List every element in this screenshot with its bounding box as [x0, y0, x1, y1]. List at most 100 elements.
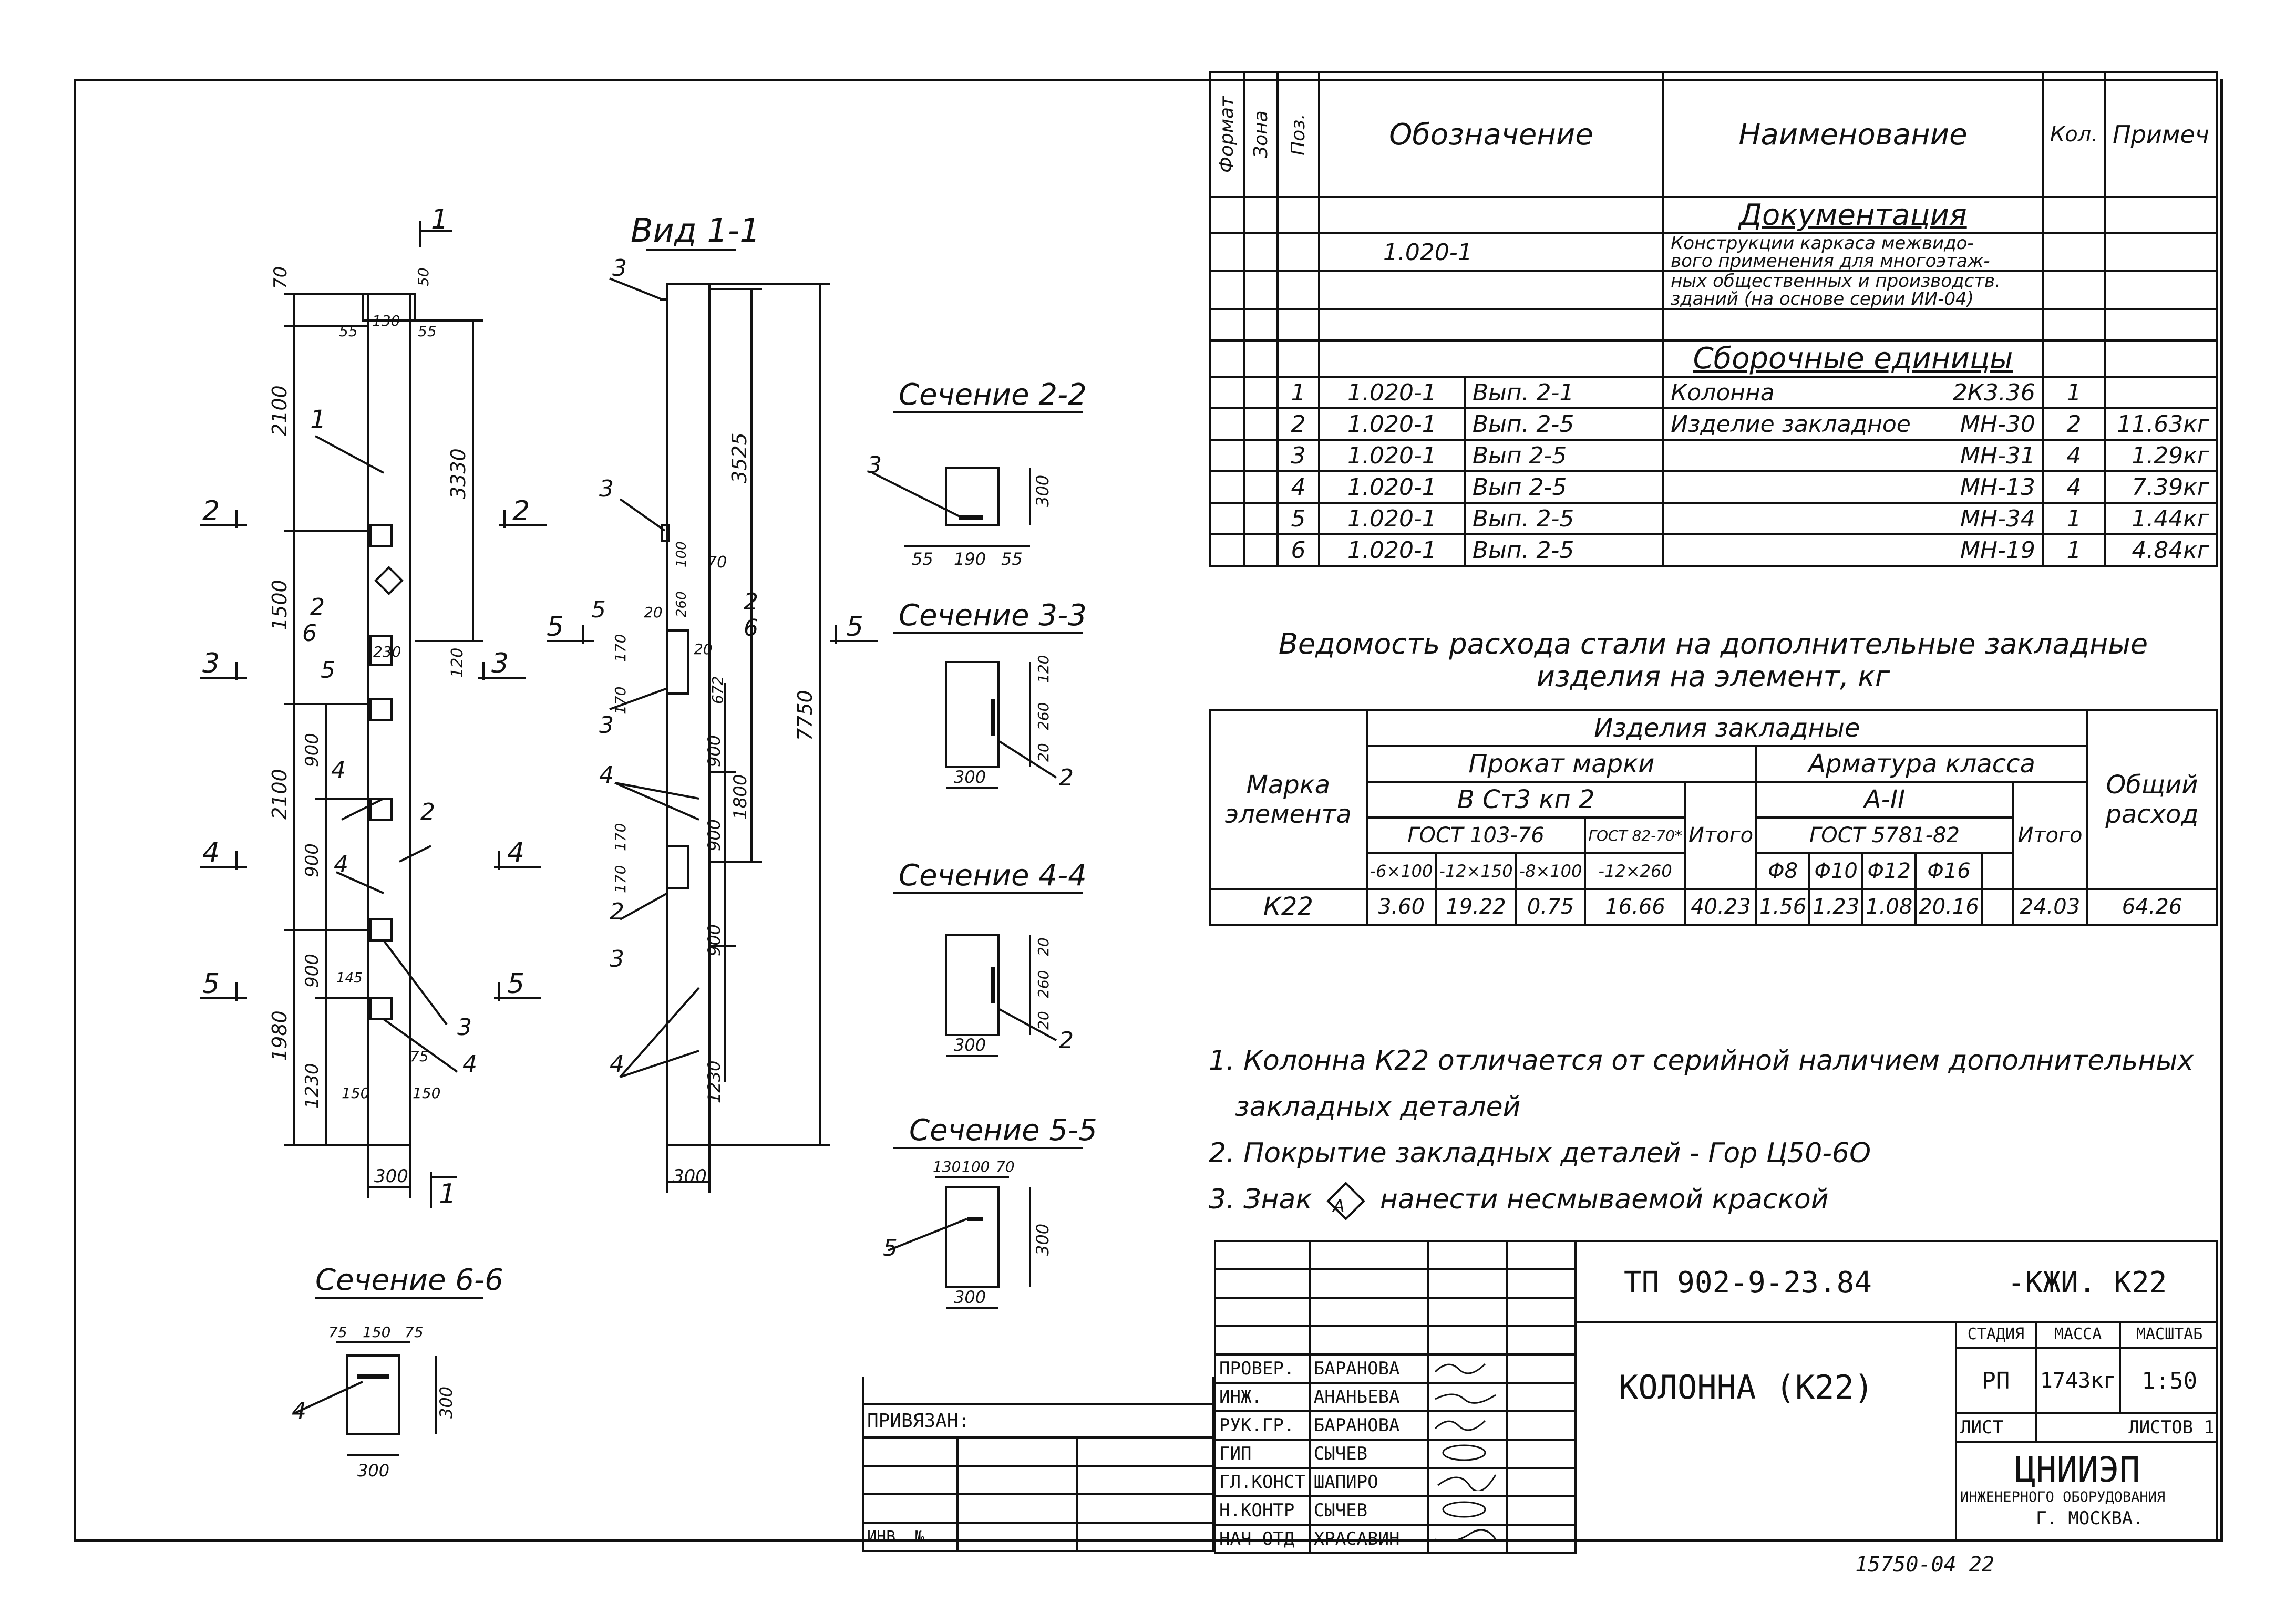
view-pos-5: 5 [591, 596, 606, 623]
view-dim-20-a: 20 [644, 604, 663, 621]
s66-pos-4: 4 [292, 1398, 306, 1424]
dim-bottom-145: 145 [336, 970, 363, 986]
signature-mark [1427, 1382, 1508, 1412]
drawing-title: КОЛОННА (К22) [1619, 1368, 1874, 1406]
s22-dim-190: 190 [954, 549, 986, 569]
view-dim-170-c: 170 [612, 823, 629, 851]
s33-dim-300: 300 [954, 767, 986, 787]
cut-label-3-left: 3 [202, 648, 220, 679]
pos-label-4-a: 4 [331, 757, 346, 783]
view-dim-900-b: 900 [704, 819, 724, 851]
steel-consumption-table: Марка элемента Изделия закладные Общий р… [1209, 709, 2218, 926]
binding-table: ПРИВЯЗАН: ИНВ. № [862, 1377, 1214, 1552]
column-drawing: Вид 1-1 Сечение 2-2 Сечение 3-3 Сечение … [200, 204, 1097, 1481]
s22-dim-55-a: 55 [912, 549, 933, 569]
view-pos-2-b: 2 [610, 898, 624, 925]
dim-120: 120 [448, 648, 467, 678]
s44-dim-260: 260 [1035, 970, 1052, 998]
header-pos: Поз. [1278, 72, 1319, 197]
dim-top-130: 130 [372, 312, 400, 329]
table-row: К22 3.60 19.22 0.75 16.66 40.23 1.56 1.2… [1209, 888, 2218, 926]
gost-103: ГОСТ 103-76 [1365, 816, 1587, 854]
dim-2100-mid: 2100 [268, 769, 291, 820]
section-6-6-title: Сечение 6-6 [315, 1263, 503, 1297]
doc-name: Конструкции каркаса межвидо-вого примене… [1662, 232, 2044, 272]
view-pos-3-d: 3 [610, 946, 624, 972]
note-2: 2. Покрытие закладных деталей - Гор Ц50-… [1209, 1137, 1871, 1169]
document-suffix: -КЖИ. К22 [2007, 1266, 2167, 1300]
dim-bottom-150-a: 150 [342, 1084, 369, 1102]
dim-1500: 1500 [268, 580, 291, 630]
view-dim-100: 100 [674, 541, 689, 567]
view-dim-260: 260 [674, 591, 689, 617]
cut-label-1-bottom: 1 [439, 1178, 456, 1210]
header-format: Формат [1210, 72, 1244, 197]
section-weld-units: Сборочные единицы [1662, 339, 2044, 378]
cut-label-5-left: 5 [202, 968, 220, 1000]
header-qty: Кол. [2041, 71, 2107, 198]
rolled-grade: В Ст3 кп 2 [1365, 781, 1686, 819]
mark-header: Марка элемента [1209, 709, 1368, 890]
pos-label-3: 3 [457, 1014, 472, 1041]
view-dim-1800: 1800 [730, 774, 751, 820]
cut-label-1-top: 1 [431, 204, 448, 235]
note-3: 3. Знак А нанести несмываемой краской [1209, 1176, 2207, 1223]
header-zone: Зона [1243, 72, 1278, 197]
pos-label-1: 1 [310, 405, 326, 434]
dim-width-300-left: 300 [374, 1166, 408, 1187]
view-pos-3-c: 3 [599, 712, 614, 739]
section-4-4-title: Сечение 4-4 [899, 858, 1087, 893]
cut-label-4-right: 4 [507, 837, 524, 868]
signatures-table: ПРОВЕР.БАРАНОВА ИНЖ.АНАНЬЕВА РУК.ГР.БАРА… [1214, 1240, 1577, 1554]
dim-1980: 1980 [268, 1010, 291, 1061]
view-dim-900-a: 900 [704, 735, 724, 767]
s55-dim-300-h: 300 [954, 1287, 986, 1307]
view-dim-3525: 3525 [728, 432, 751, 483]
dim-900-c: 900 [302, 954, 323, 988]
sheet-top-border [74, 79, 2218, 81]
dim-top-55-b: 55 [418, 323, 437, 340]
view-dim-672: 672 [709, 676, 726, 704]
group-header: Изделия закладные [1365, 709, 2088, 747]
inv-label: ИНВ. № [862, 1522, 959, 1552]
scale-value: 1:50 [2119, 1347, 2218, 1414]
gost-82: ГОСТ 82-70* [1584, 816, 1686, 854]
doc-name-cont: ных общественных и производств.зданий (н… [1662, 270, 2044, 310]
signature-mark [1427, 1524, 1508, 1554]
view-dim-170-a: 170 [612, 634, 629, 662]
header-designation: Обозначение [1317, 71, 1665, 198]
dim-top-55-a: 55 [339, 323, 358, 340]
view-pos-3-a: 3 [612, 255, 627, 282]
view-dim-1230: 1230 [704, 1061, 724, 1103]
pos-label-4-b: 4 [334, 851, 348, 878]
header-name: Наименование [1662, 71, 2044, 198]
dim-2100-top: 2100 [268, 385, 291, 436]
section-5-5-title: Сечение 5-5 [909, 1113, 1097, 1147]
cut-label-5-right: 5 [507, 968, 524, 1000]
view-dim-20-b: 20 [694, 640, 713, 658]
s44-dim-20-a: 20 [1035, 937, 1052, 956]
s33-dim-260: 260 [1035, 702, 1052, 730]
view-pos-3-b: 3 [599, 475, 614, 502]
dim-1230: 1230 [302, 1063, 323, 1109]
cut-label-4-left: 4 [202, 837, 220, 868]
s44-dim-300: 300 [954, 1035, 986, 1055]
notes: 1. Колонна К22 отличается от серийной на… [1209, 1038, 2207, 1223]
cut-label-3-right: 3 [491, 648, 509, 679]
table-row: ПРОВЕР.БАРАНОВА [1214, 1353, 1577, 1384]
dim-900-a: 900 [302, 733, 323, 767]
total-rebar-header: Итого [2011, 781, 2088, 890]
s55-pos-5: 5 [883, 1235, 898, 1261]
signature-mark [1427, 1410, 1508, 1441]
dim-top-50: 50 [415, 267, 432, 286]
signature-mark [1427, 1495, 1508, 1526]
cut-label-2-right: 2 [512, 495, 530, 527]
pos-label-2-b: 2 [420, 799, 435, 825]
organization-city: Г. МОСКВА. [2036, 1508, 2144, 1529]
